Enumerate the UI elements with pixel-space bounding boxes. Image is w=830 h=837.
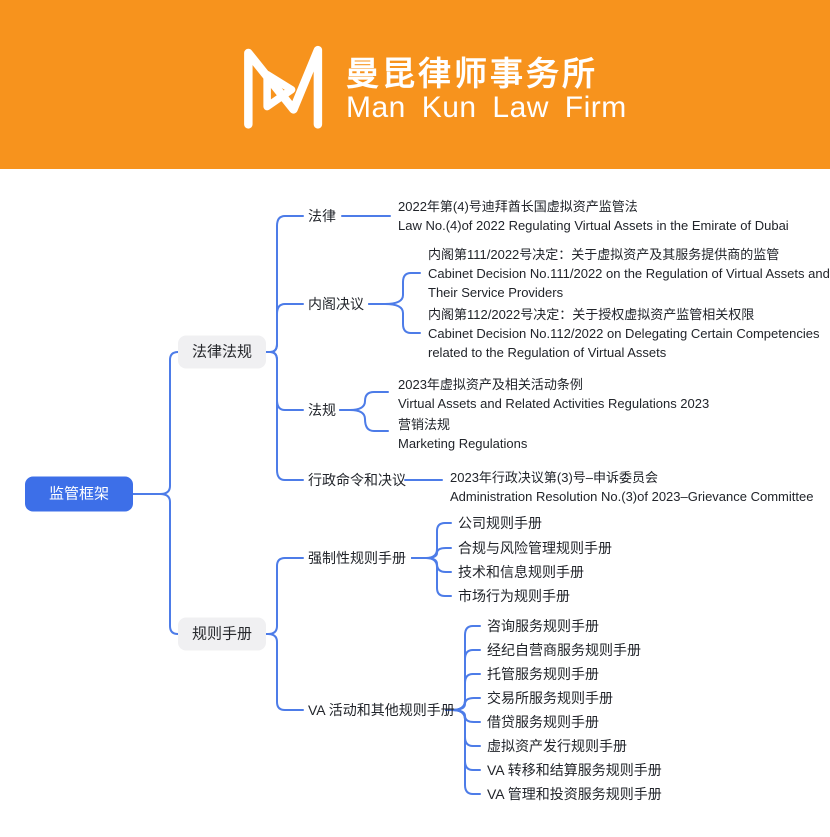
leaf-va-transfer-settlement-rulebook[interactable]: VA 转移和结算服务规则手册 — [487, 762, 662, 778]
leaf-advisory-services-rulebook[interactable]: 咨询服务规则手册 — [487, 618, 599, 634]
leaf-va-issuance-rulebook[interactable]: 虚拟资产发行规则手册 — [487, 738, 627, 754]
leaf-technology-information-rulebook[interactable]: 技术和信息规则手册 — [458, 564, 584, 580]
brand-name-chinese: 曼昆律师事务所 — [346, 55, 598, 92]
leaf-line-en: Administration Resolution No.(3)of 2023–… — [450, 489, 814, 504]
leaf-line-en: Cabinet Decision No.111/2022 on the Regu… — [428, 266, 830, 281]
leaf-admin-resolution-3[interactable]: 2023年行政决议第(3)号–申诉委员会 Administration Reso… — [450, 468, 813, 506]
leaf-broker-dealer-services-rulebook[interactable]: 经纪自营商服务规则手册 — [487, 642, 641, 658]
brand-header: 曼昆律师事务所 Man Kun Law Firm — [0, 0, 830, 169]
leaf-cabinet-111[interactable]: 内阁第111/2022号决定：关于虚拟资产及其服务提供商的监管 Cabinet … — [428, 245, 830, 302]
node-regulations[interactable]: 法规 — [308, 402, 336, 418]
leaf-line-zh: 2023年虚拟资产及相关活动条例 — [398, 377, 583, 392]
leaf-line-zh: 营销法规 — [398, 417, 451, 432]
leaf-exchange-services-rulebook[interactable]: 交易所服务规则手册 — [487, 690, 613, 706]
branch-node-laws[interactable]: 法律法规 — [178, 335, 267, 369]
leaf-line-en: Cabinet Decision No.112/2022 on Delegati… — [428, 326, 820, 341]
node-cabinet-decisions[interactable]: 内阁决议 — [308, 296, 364, 312]
leaf-custody-services-rulebook[interactable]: 托管服务规则手册 — [487, 666, 599, 682]
leaf-marketing-regulations[interactable]: 营销法规 Marketing Regulations — [398, 415, 527, 453]
leaf-line-en: related to the Regulation of Virtual Ass… — [428, 345, 667, 360]
brand-name-english: Man Kun Law Firm — [346, 91, 627, 124]
leaf-lending-services-rulebook[interactable]: 借贷服务规则手册 — [487, 714, 599, 730]
leaf-company-rulebook[interactable]: 公司规则手册 — [458, 515, 542, 531]
leaf-line-en: Marketing Regulations — [398, 436, 528, 451]
branch-node-rulebooks[interactable]: 规则手册 — [178, 617, 267, 651]
node-compulsory-rulebooks[interactable]: 强制性规则手册 — [308, 550, 406, 566]
leaf-line-zh: 2023年行政决议第(3)号–申诉委员会 — [450, 470, 659, 485]
leaf-line-en: Law No.(4)of 2022 Regulating Virtual Ass… — [398, 218, 789, 233]
leaf-market-conduct-rulebook[interactable]: 市场行为规则手册 — [458, 588, 570, 604]
mankun-m-logo-icon — [244, 45, 323, 129]
root-node-regulatory-framework[interactable]: 监管框架 — [25, 476, 134, 512]
leaf-line-zh: 内阁第112/2022号决定：关于授权虚拟资产监管相关权限 — [428, 307, 755, 322]
leaf-line-en: Virtual Assets and Related Activities Re… — [398, 396, 710, 411]
leaf-compliance-risk-rulebook[interactable]: 合规与风险管理规则手册 — [458, 540, 612, 556]
node-admin-orders[interactable]: 行政命令和决议 — [308, 472, 406, 488]
leaf-line-en: Their Service Providers — [428, 285, 564, 300]
leaf-va-regulations-2023[interactable]: 2023年虚拟资产及相关活动条例 Virtual Assets and Rela… — [398, 375, 709, 413]
leaf-line-zh: 2022年第(4)号迪拜酋长国虚拟资产监管法 — [398, 199, 638, 214]
leaf-cabinet-112[interactable]: 内阁第112/2022号决定：关于授权虚拟资产监管相关权限 Cabinet De… — [428, 305, 819, 362]
leaf-va-management-investment-rulebook[interactable]: VA 管理和投资服务规则手册 — [487, 786, 662, 802]
node-va-activity-rulebooks[interactable]: VA 活动和其他规则手册 — [308, 702, 455, 718]
leaf-line-zh: 内阁第111/2022号决定：关于虚拟资产及其服务提供商的监管 — [428, 247, 780, 262]
leaf-law-2022[interactable]: 2022年第(4)号迪拜酋长国虚拟资产监管法 Law No.(4)of 2022… — [398, 197, 789, 235]
node-law[interactable]: 法律 — [308, 208, 336, 224]
